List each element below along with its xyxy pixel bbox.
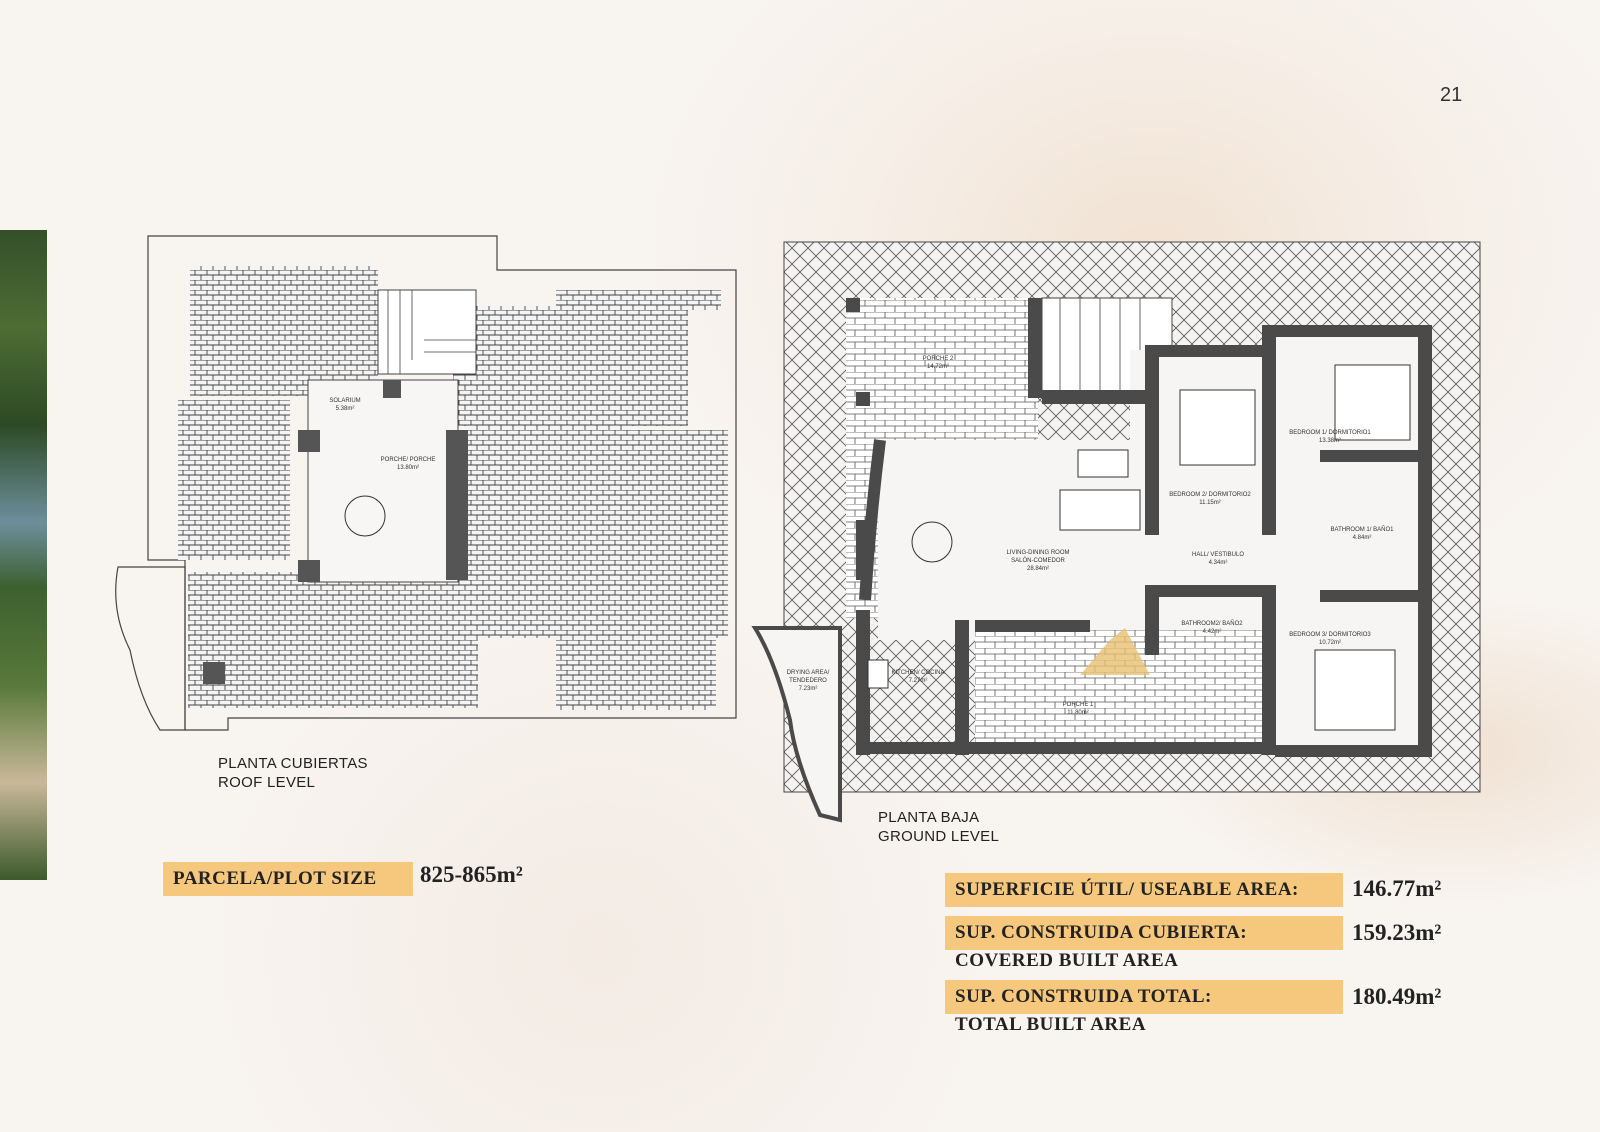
svg-text:BATHROOM2/ BAÑO2: BATHROOM2/ BAÑO2 (1181, 620, 1243, 627)
ground-plan-label-en: GROUND LEVEL (878, 828, 1000, 845)
covered-built-area-value: 159.23m² (1352, 920, 1442, 945)
roof-plan: SOLARIUM 5.38m² PORCHE/ PORCHE 13.80m² (115, 235, 737, 731)
svg-text:10.72m²: 10.72m² (1319, 640, 1341, 646)
solarium-area (307, 379, 459, 583)
bed-2-icon (1179, 389, 1256, 466)
roof-stairs (377, 289, 477, 375)
roof-outline (147, 235, 737, 731)
roof-balcony (115, 566, 186, 731)
sofa-icon (1059, 489, 1141, 531)
plot-size-value: 825-865m² (420, 862, 523, 887)
plot-size-label: PARCELA/PLOT SIZE (163, 862, 413, 896)
svg-text:BEDROOM 3/ DORMITORIO3: BEDROOM 3/ DORMITORIO3 (1289, 632, 1371, 638)
svg-text:BATHROOM 1/ BAÑO1: BATHROOM 1/ BAÑO1 (1331, 526, 1395, 533)
svg-text:KITCHEN/ COCINA: KITCHEN/ COCINA (891, 670, 944, 676)
svg-text:TENDEDERO: TENDEDERO (789, 678, 827, 684)
svg-text:PORCHE 2: PORCHE 2 (923, 356, 954, 362)
stove-icon (867, 659, 889, 689)
entrance-marker (1080, 628, 1150, 675)
svg-text:13.38m²: 13.38m² (1319, 438, 1341, 444)
svg-text:BEDROOM 2/ DORMITORIO2: BEDROOM 2/ DORMITORIO2 (1169, 492, 1251, 498)
page-number: 21 (1440, 84, 1463, 106)
total-built-area-sub: TOTAL BUILT AREA (955, 1014, 1147, 1035)
roof-tiles (190, 266, 378, 396)
bed-3-icon (1314, 649, 1396, 731)
svg-text:13.80m²: 13.80m² (397, 465, 419, 471)
total-built-area-label: SUP. CONSTRUIDA TOTAL: (945, 980, 1343, 1014)
ground-plan-caption: PLANTA BAJA GROUND LEVEL (878, 808, 999, 846)
chimney (383, 380, 401, 398)
dining-table-icon (344, 495, 386, 537)
svg-text:4.84m²: 4.84m² (1353, 535, 1372, 541)
svg-text:PORCHE 1: PORCHE 1 (1063, 702, 1094, 708)
roof-plan-label-es: PLANTA CUBIERTAS (218, 755, 368, 772)
svg-text:11.15m²: 11.15m² (1199, 500, 1221, 506)
svg-text:7.27m²: 7.27m² (909, 678, 928, 684)
svg-text:7.23m²: 7.23m² (799, 686, 818, 692)
side-photo-strip (0, 230, 47, 880)
roof-plan-label-en: ROOF LEVEL (218, 774, 316, 791)
walls (846, 298, 1432, 757)
total-built-area-value: 180.49m² (1352, 984, 1442, 1009)
svg-text:4.34m²: 4.34m² (1209, 560, 1228, 566)
svg-text:BEDROOM 1/ DORMITORIO1: BEDROOM 1/ DORMITORIO1 (1289, 430, 1371, 436)
svg-text:DRYING AREA/: DRYING AREA/ (787, 670, 830, 676)
useable-area-value: 146.77m² (1352, 876, 1442, 901)
svg-text:28.84m²: 28.84m² (1027, 566, 1049, 572)
svg-text:SOLARIUM: SOLARIUM (329, 398, 360, 404)
coffee-table-icon (1077, 449, 1129, 478)
svg-text:14.72m²: 14.72m² (927, 364, 949, 370)
svg-text:SALÓN-COMEDOR: SALÓN-COMEDOR (1011, 557, 1065, 564)
ground-plan: PORCHE 2 14.72m² LIVING-DINING ROOM SALÓ… (751, 241, 1481, 823)
svg-text:5.38m²: 5.38m² (336, 406, 355, 412)
drying-area (751, 626, 842, 823)
covered-built-area-sub: COVERED BUILT AREA (955, 950, 1179, 971)
covered-built-area-label: SUP. CONSTRUIDA CUBIERTA: (945, 916, 1343, 950)
svg-text:11.80m²: 11.80m² (1067, 710, 1089, 716)
useable-area-label: SUPERFICIE ÚTIL/ USEABLE AREA: (945, 873, 1343, 907)
svg-text:PORCHE/ PORCHE: PORCHE/ PORCHE (381, 457, 436, 463)
roof-plan-caption: PLANTA CUBIERTAS ROOF LEVEL (218, 754, 368, 792)
bed-1-icon (1334, 364, 1411, 441)
dining-table-icon (911, 521, 953, 563)
svg-text:4.42m²: 4.42m² (1203, 629, 1222, 635)
svg-text:HALL/ VESTIBULO: HALL/ VESTIBULO (1192, 552, 1244, 558)
svg-text:LIVING-DINING ROOM: LIVING-DINING ROOM (1006, 550, 1069, 556)
ground-plan-label-es: PLANTA BAJA (878, 809, 980, 826)
